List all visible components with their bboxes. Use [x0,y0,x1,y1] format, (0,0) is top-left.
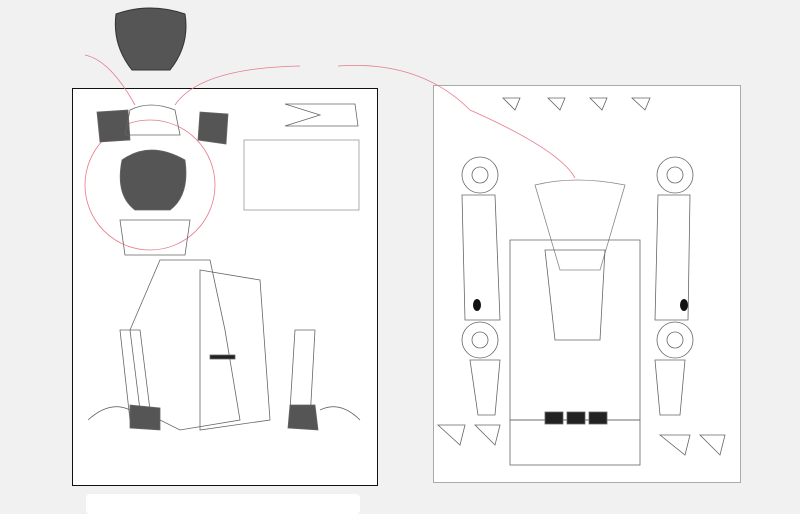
decal-arrow [284,103,359,127]
nose-part [119,149,187,211]
tab-left [96,109,131,143]
guide-lines [84,54,576,251]
template-sheet-left [72,88,378,486]
merged-nose [534,179,626,271]
tab-right [197,111,229,145]
nose-preview [114,7,187,71]
wheel-icons [461,156,694,359]
windshield-panel [243,139,360,211]
template-sheet-right [433,85,741,483]
